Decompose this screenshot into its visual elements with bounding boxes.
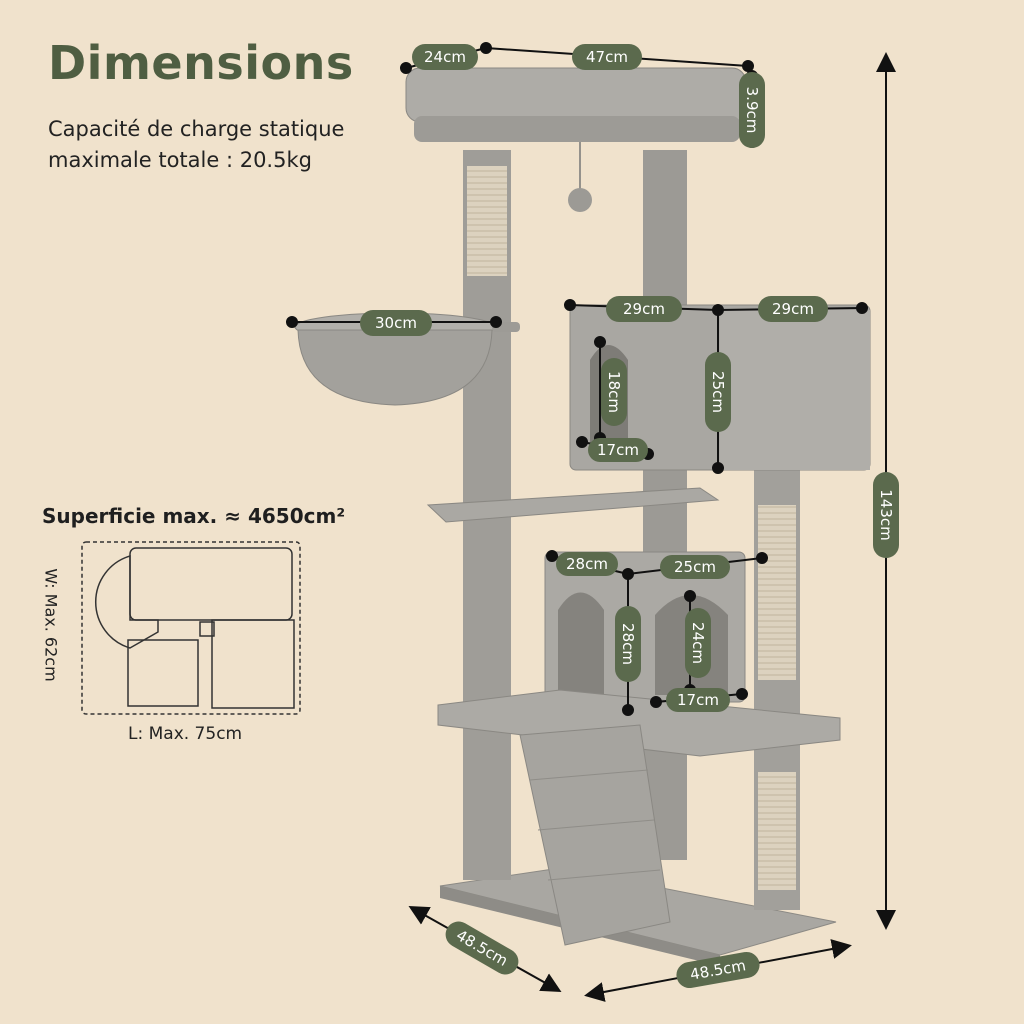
label-lower-condo-depth: 28cm xyxy=(556,552,618,576)
svg-text:24cm: 24cm xyxy=(689,622,707,664)
basket xyxy=(297,329,493,406)
lower-platform xyxy=(437,689,841,757)
label-upper-door-width: 17cm xyxy=(588,438,648,462)
load-capacity-line-2: maximale totale : 20.5kg xyxy=(48,148,312,172)
label-lower-condo-width: 25cm xyxy=(660,555,730,579)
label-top-depth: 24cm xyxy=(412,44,478,70)
svg-text:29cm: 29cm xyxy=(623,300,665,318)
label-upper-door-height: 18cm xyxy=(601,358,627,426)
svg-text:28cm: 28cm xyxy=(619,623,637,665)
svg-text:18cm: 18cm xyxy=(605,371,623,413)
footprint-outline xyxy=(81,541,301,715)
label-lower-door-height: 24cm xyxy=(685,608,711,678)
svg-text:143cm: 143cm xyxy=(877,489,895,541)
load-capacity-line-1: Capacité de charge statique xyxy=(48,117,345,141)
toy-ball xyxy=(568,188,592,212)
footprint-length-label: L: Max. 75cm xyxy=(128,724,243,744)
page-title: Dimensions xyxy=(48,36,354,90)
svg-text:47cm: 47cm xyxy=(586,48,628,66)
label-top-width: 47cm xyxy=(572,44,642,70)
svg-text:17cm: 17cm xyxy=(677,691,719,709)
middle-platform xyxy=(426,487,720,523)
label-basket-diameter: 30cm xyxy=(360,310,432,336)
label-base-depth: 48.5cm xyxy=(445,921,519,975)
ramp xyxy=(519,724,671,946)
svg-text:25cm: 25cm xyxy=(709,371,727,413)
label-total-height: 143cm xyxy=(873,472,899,558)
svg-text:29cm: 29cm xyxy=(772,300,814,318)
svg-text:17cm: 17cm xyxy=(597,441,639,459)
svg-text:3.9cm: 3.9cm xyxy=(743,87,761,134)
label-lower-door-width: 17cm xyxy=(666,688,730,712)
svg-text:24cm: 24cm xyxy=(424,48,466,66)
lower-condo-door-left xyxy=(558,592,604,695)
svg-text:28cm: 28cm xyxy=(566,555,608,573)
label-upper-condo-width: 29cm xyxy=(606,296,682,322)
footprint-area-title: Superficie max. ≈ 4650cm² xyxy=(42,504,346,528)
label-top-thickness: 3.9cm xyxy=(739,72,765,148)
label-upper-condo-depth: 29cm xyxy=(758,296,828,322)
label-upper-condo-height: 25cm xyxy=(705,352,731,432)
svg-text:30cm: 30cm xyxy=(375,314,417,332)
label-base-width: 48.5cm xyxy=(676,951,760,989)
svg-text:25cm: 25cm xyxy=(674,558,716,576)
top-perch xyxy=(405,67,747,123)
cat-tree xyxy=(294,67,871,966)
load-capacity-text: Capacité de charge statique maximale tot… xyxy=(48,114,408,176)
label-lower-condo-height: 28cm xyxy=(615,606,641,682)
